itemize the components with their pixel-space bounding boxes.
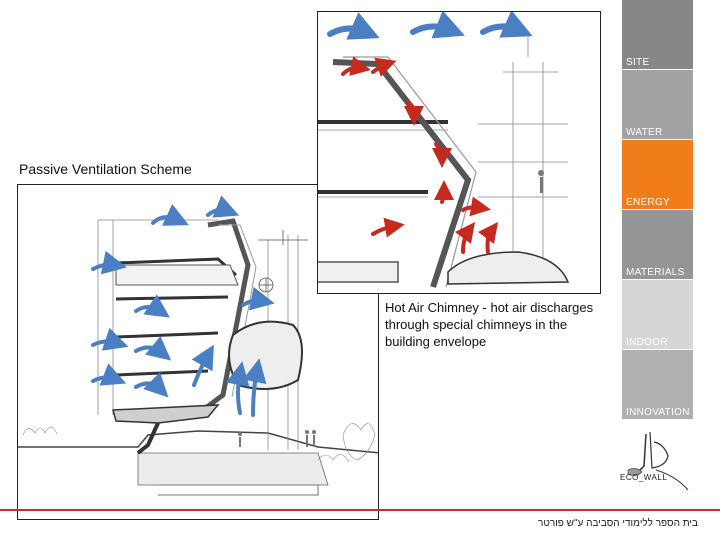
nav-item-innovation[interactable]: INNOVATION xyxy=(622,350,693,419)
footer-text: בית הספר ללימודי הסביבה ע"ש פורטר xyxy=(538,518,698,529)
nav-item-indoor[interactable]: INDOOR xyxy=(622,280,693,349)
nav-item-label: WATER xyxy=(626,127,663,138)
nav-item-label: SITE xyxy=(626,57,650,68)
hot-air-chimney-detail xyxy=(317,11,601,294)
logo-text: ECO_WALL xyxy=(620,473,668,482)
topic-nav: SITE WATER ENERGY MATERIALS INDOOR INNOV… xyxy=(622,0,693,420)
building-section-drawing xyxy=(18,195,378,496)
eco-wall-logo-mark xyxy=(627,431,689,491)
nav-item-label: MATERIALS xyxy=(626,267,685,278)
nav-item-energy[interactable]: ENERGY xyxy=(622,140,693,209)
detail-description: Hot Air Chimney - hot air discharges thr… xyxy=(385,300,594,349)
nav-item-site[interactable]: SITE xyxy=(622,0,693,69)
eco-wall-logo xyxy=(616,426,696,492)
chimney-detail-drawing xyxy=(318,12,570,288)
footer-divider xyxy=(0,509,720,511)
nav-item-label: INDOOR xyxy=(626,337,668,348)
nav-item-water[interactable]: WATER xyxy=(622,70,693,139)
nav-item-label: ENERGY xyxy=(626,197,671,208)
nav-item-materials[interactable]: MATERIALS xyxy=(622,210,693,279)
diagram-title: Passive Ventilation Scheme xyxy=(19,161,192,177)
nav-item-label: INNOVATION xyxy=(626,407,690,418)
